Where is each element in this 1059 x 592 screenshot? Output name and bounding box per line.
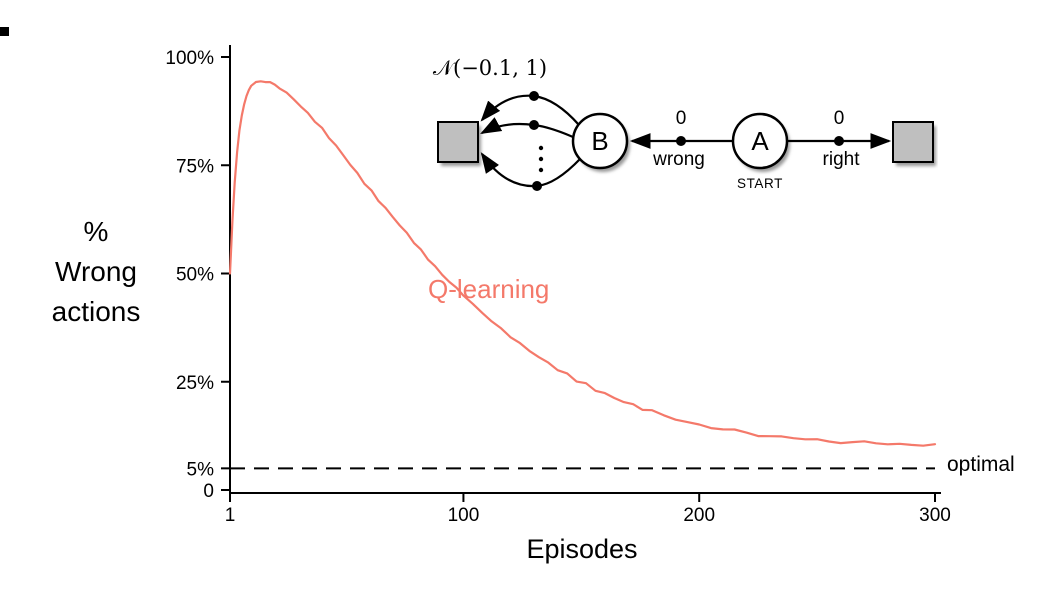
y-tick-label: 50% <box>176 265 214 286</box>
qlearning-curve <box>228 80 937 447</box>
right-terminal-square <box>892 121 934 163</box>
y-axis-title-line-1: % <box>83 216 109 247</box>
b-action-arrow-bottom <box>480 152 581 188</box>
curve-label-qlearning: Q-learning <box>428 274 550 304</box>
x-tick-label: 200 <box>683 505 715 526</box>
b-action-dot-bottom <box>532 181 542 191</box>
optimal-label: optimal <box>947 453 1015 476</box>
wrong-action-dot <box>676 136 686 146</box>
state-a-label: A <box>751 126 769 156</box>
x-tick-label: 100 <box>448 505 480 526</box>
ellipsis-dot <box>538 167 544 173</box>
wrong-reward-label: 0 <box>676 108 687 129</box>
y-tick-label: 100% <box>165 48 214 69</box>
b-action-dot-top <box>529 91 539 101</box>
right-reward-label: 0 <box>834 108 845 129</box>
y-axis-title: % Wrong actions <box>18 212 174 332</box>
left-terminal-square <box>437 121 479 163</box>
right-action-label: right <box>823 149 861 170</box>
mdp-diagram: 𝒩(−0.1, 1) B A 0 0 wrong right START <box>433 56 936 191</box>
y-axis-title-line-2: Wrong <box>55 256 137 287</box>
b-action-arrow-top <box>480 94 580 126</box>
y-tick-label: 25% <box>176 373 214 394</box>
noise-distribution-label: 𝒩(−0.1, 1) <box>433 56 547 80</box>
y-tick-label: 5% <box>187 459 215 480</box>
wrong-action-label: wrong <box>652 149 705 170</box>
ellipsis-dot <box>538 156 544 162</box>
x-tick-label: 1 <box>225 505 236 526</box>
y-tick-label: 0 <box>203 481 214 502</box>
x-axis-title: Episodes <box>526 534 638 564</box>
b-action-arrow-middle <box>480 117 574 139</box>
y-tick-label: 75% <box>176 156 214 177</box>
state-a-circle <box>731 112 789 170</box>
x-tick-label: 300 <box>919 505 951 526</box>
right-action-dot <box>834 136 844 146</box>
state-b-circle <box>571 112 629 170</box>
state-b-label: B <box>591 126 608 156</box>
b-action-dot-middle <box>529 120 539 130</box>
y-axis-title-line-3: actions <box>51 296 141 327</box>
corner-mark <box>0 27 9 36</box>
ellipsis-dot <box>538 145 544 151</box>
start-label: START <box>737 176 783 191</box>
